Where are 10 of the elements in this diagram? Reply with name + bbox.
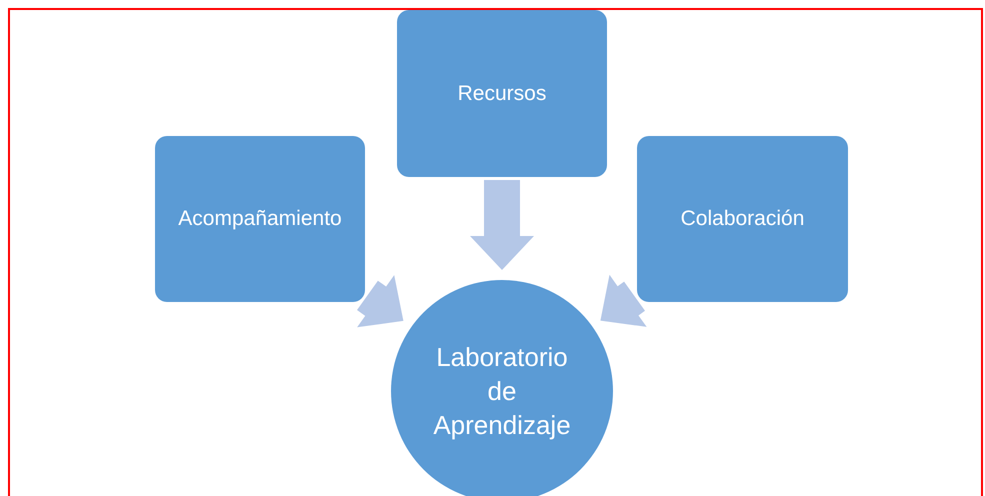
block-arrow <box>470 180 534 270</box>
process-box <box>155 136 365 302</box>
block-arrow <box>600 274 647 327</box>
node-label: Acompañamiento <box>178 206 342 232</box>
process-box <box>397 10 607 177</box>
node-label: Recursos <box>458 80 546 107</box>
block-arrow <box>357 275 404 328</box>
node-label: Laboratorio de Aprendizaje <box>432 341 572 442</box>
node-label: Colaboración <box>680 206 804 232</box>
process-box <box>637 136 848 302</box>
